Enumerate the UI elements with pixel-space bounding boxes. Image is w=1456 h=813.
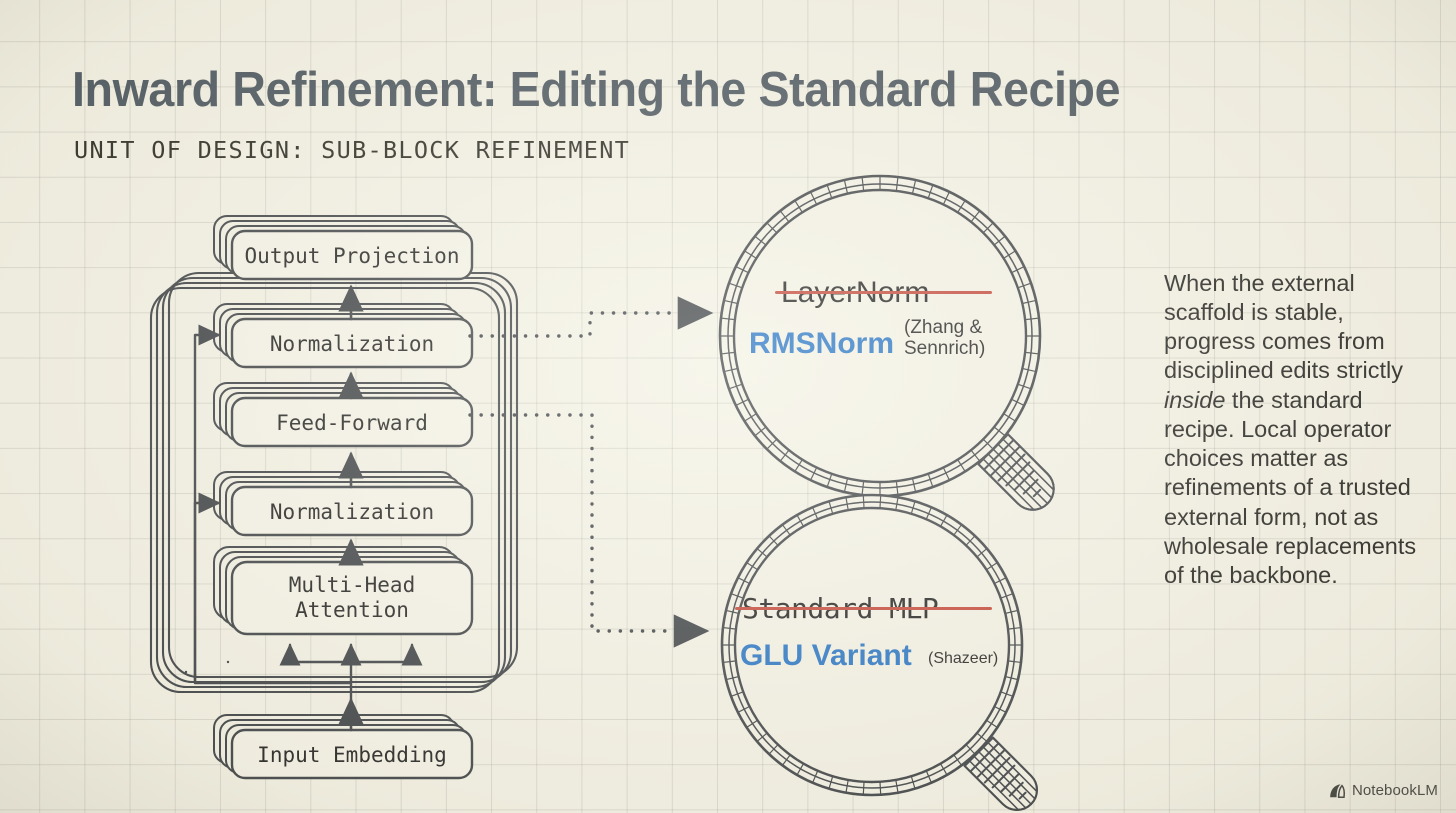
block-multi-head-attention — [213, 546, 474, 636]
block-normalization-bottom — [213, 471, 474, 537]
note-emphasis: inside — [1164, 386, 1226, 413]
lens-rim-hatch-bottom — [721, 494, 1023, 796]
callout-connectors — [468, 296, 714, 648]
mlp-magnifier — [720, 493, 1038, 811]
explanatory-note: When the external scaffold is stable, pr… — [1164, 269, 1422, 591]
note-part2: the standard recipe. Local operator choi… — [1164, 386, 1417, 589]
magnifier-bottom-strikethrough — [735, 607, 992, 610]
notebooklm-spark-icon — [1330, 783, 1345, 798]
residual-skip-connection-upper — [193, 324, 221, 685]
notebooklm-logo-text: NotebookLM — [1351, 782, 1438, 799]
magnifier-top-citation: (Zhang & Sennrich) — [904, 317, 986, 359]
page-title: Inward Refinement: Editing the Standard … — [72, 63, 1121, 117]
magnifier-bottom-new-label: GLU Variant — [740, 639, 912, 672]
norm-magnifier — [718, 174, 1055, 511]
magnifier-bottom-citation: (Shazeer) — [928, 650, 999, 667]
magnifier-top-new-label: RMSNorm — [749, 327, 895, 360]
notebooklm-logo: NotebookLM — [1328, 782, 1438, 799]
block-input-embedding — [213, 714, 474, 780]
block-feed-forward — [213, 382, 474, 448]
block-output-projection — [213, 215, 474, 281]
page-subtitle: UNIT OF DESIGN: SUB-BLOCK REFINEMENT — [74, 136, 631, 164]
magnifier-top-strikethrough — [775, 291, 992, 294]
lens-rim-hatch-top — [719, 175, 1041, 497]
attention-qkv-arrows — [279, 643, 423, 702]
note-part1: When the external scaffold is stable, pr… — [1164, 269, 1404, 384]
block-normalization-top — [213, 303, 474, 369]
